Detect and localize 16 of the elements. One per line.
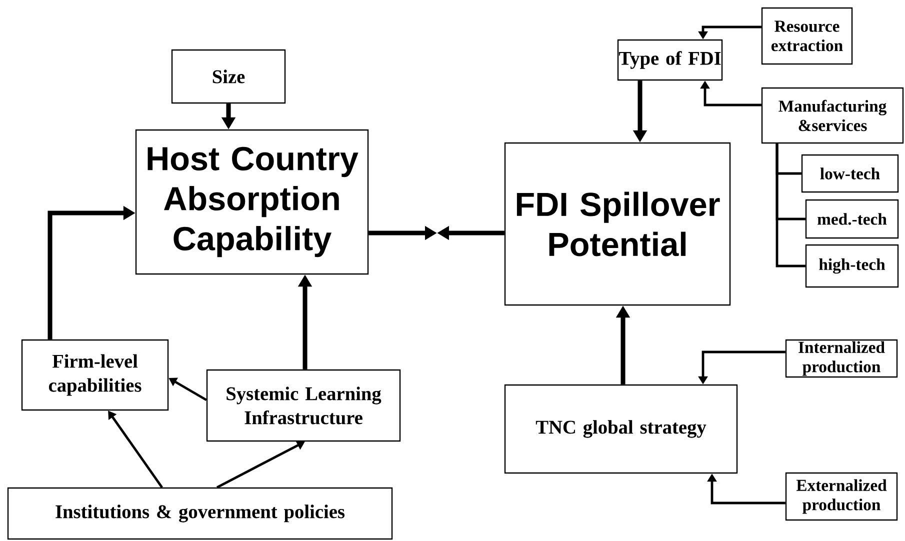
process-box: Type of FDI — [617, 39, 723, 81]
process-box: FDI Spillover Potential — [504, 142, 731, 306]
process-box: Internalized production — [785, 339, 898, 378]
process-box: Manufacturing &services — [761, 87, 904, 144]
process-box: Institutions & government policies — [7, 487, 393, 540]
process-box: high-tech — [805, 244, 899, 288]
process-box: Systemic Learning Infrastructure — [206, 369, 401, 442]
process-box: Size — [171, 49, 286, 104]
process-box: med.-tech — [805, 199, 899, 239]
process-box: Firm-level capabilities — [21, 339, 169, 411]
process-box: TNC global strategy — [504, 384, 738, 474]
process-box: Resource extraction — [761, 7, 853, 65]
process-box: low-tech — [801, 154, 899, 193]
connector-line — [776, 144, 806, 268]
process-box: Host Country Absorption Capability — [135, 129, 369, 275]
process-box: Externalized production — [785, 472, 898, 521]
